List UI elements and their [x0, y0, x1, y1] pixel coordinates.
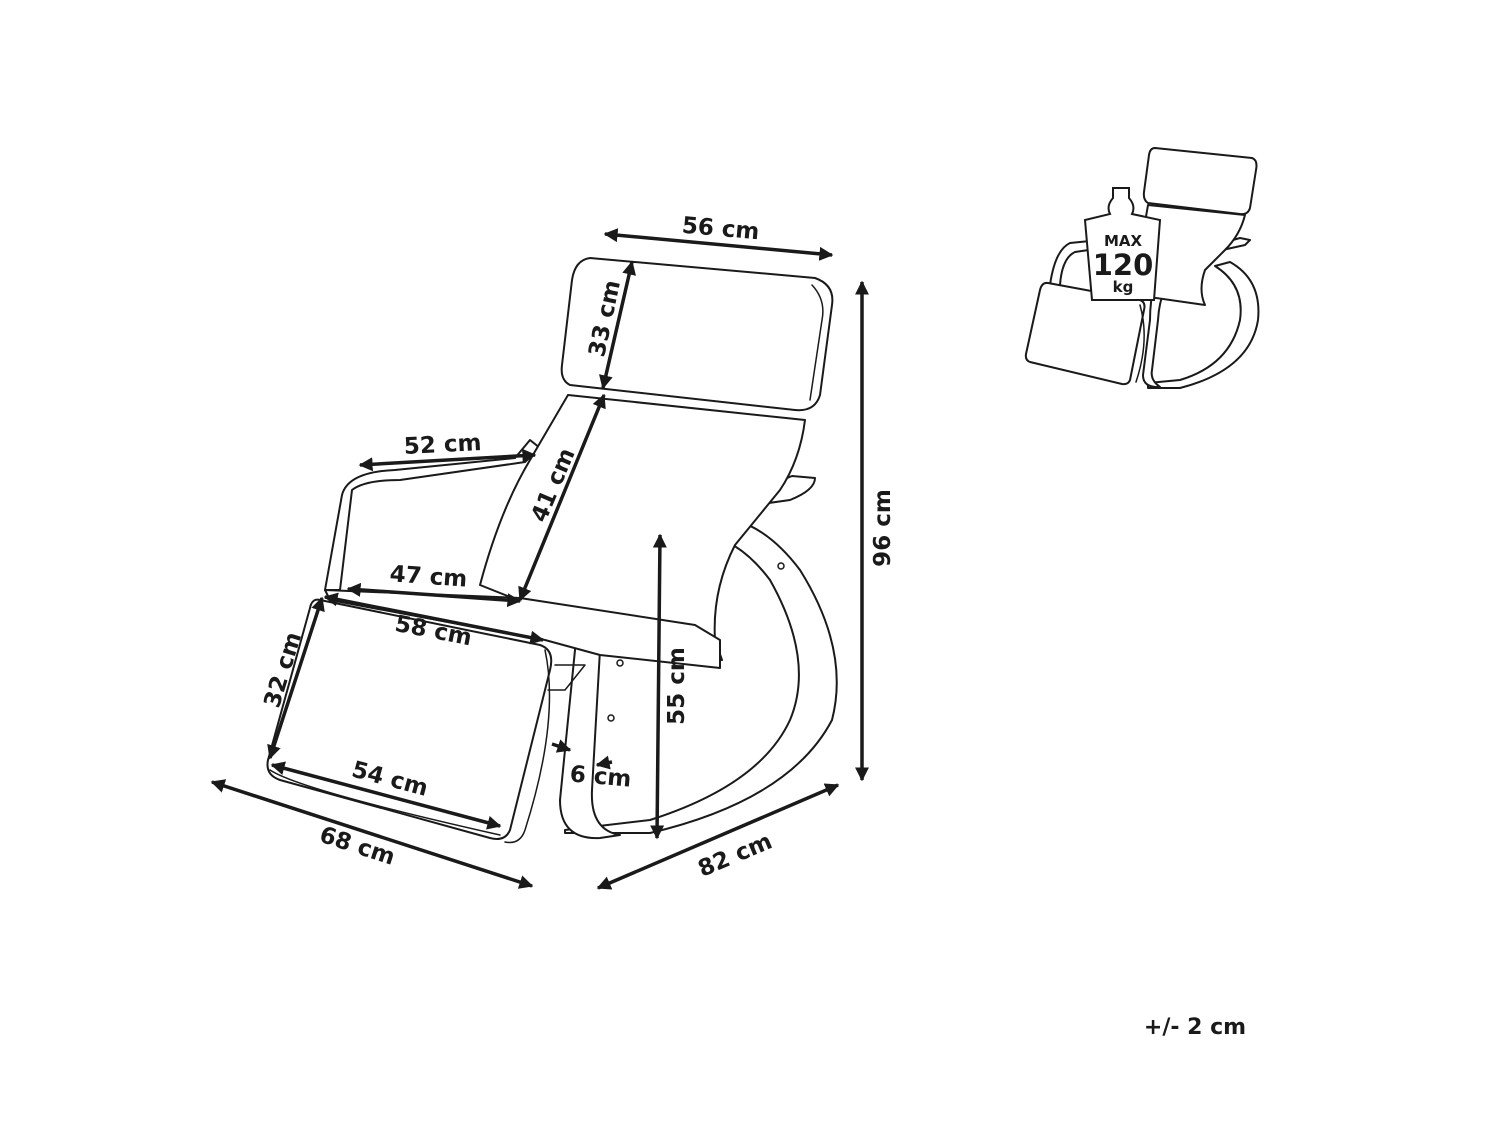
- arrow-headrest-width: [603, 228, 834, 261]
- label-total-depth: 82 cm: [694, 828, 776, 882]
- arrow-headrest-height: [599, 260, 636, 390]
- label-armrest-length: 52 cm: [403, 430, 482, 460]
- arrow-seat-depth: [323, 592, 545, 645]
- arrow-rocker-thickness-left: [551, 739, 572, 753]
- arrow-total-width: [210, 779, 534, 889]
- mini-headrest: [1142, 147, 1258, 216]
- weight-badge-value: 120: [1093, 248, 1154, 282]
- weight-icon: [1083, 187, 1162, 301]
- tolerance-note: +/- 2 cm: [1143, 1015, 1247, 1040]
- arrow-footrest-height: [267, 596, 325, 760]
- label-seat-width: 47 cm: [389, 561, 468, 592]
- weight-capacity-illustration: MAX 120 kg: [1024, 147, 1260, 389]
- label-total-height: 96 cm: [870, 489, 896, 567]
- label-seat-height: 55 cm: [664, 647, 690, 725]
- dimension-arrows: [210, 228, 869, 890]
- arrow-rocker-thickness-right: [595, 755, 613, 770]
- arrow-seat-height: [650, 533, 667, 840]
- weight-badge-unit: kg: [1113, 278, 1134, 296]
- arrow-total-depth: [596, 783, 840, 890]
- rocking-chair-drawing: [266, 257, 838, 844]
- weight-badge-max: MAX: [1104, 232, 1143, 250]
- mini-footrest: [1024, 281, 1146, 386]
- arrow-armrest-length: [358, 448, 537, 472]
- label-rocker-thickness: 6 cm: [569, 761, 633, 792]
- arrow-backrest-height: [518, 393, 606, 602]
